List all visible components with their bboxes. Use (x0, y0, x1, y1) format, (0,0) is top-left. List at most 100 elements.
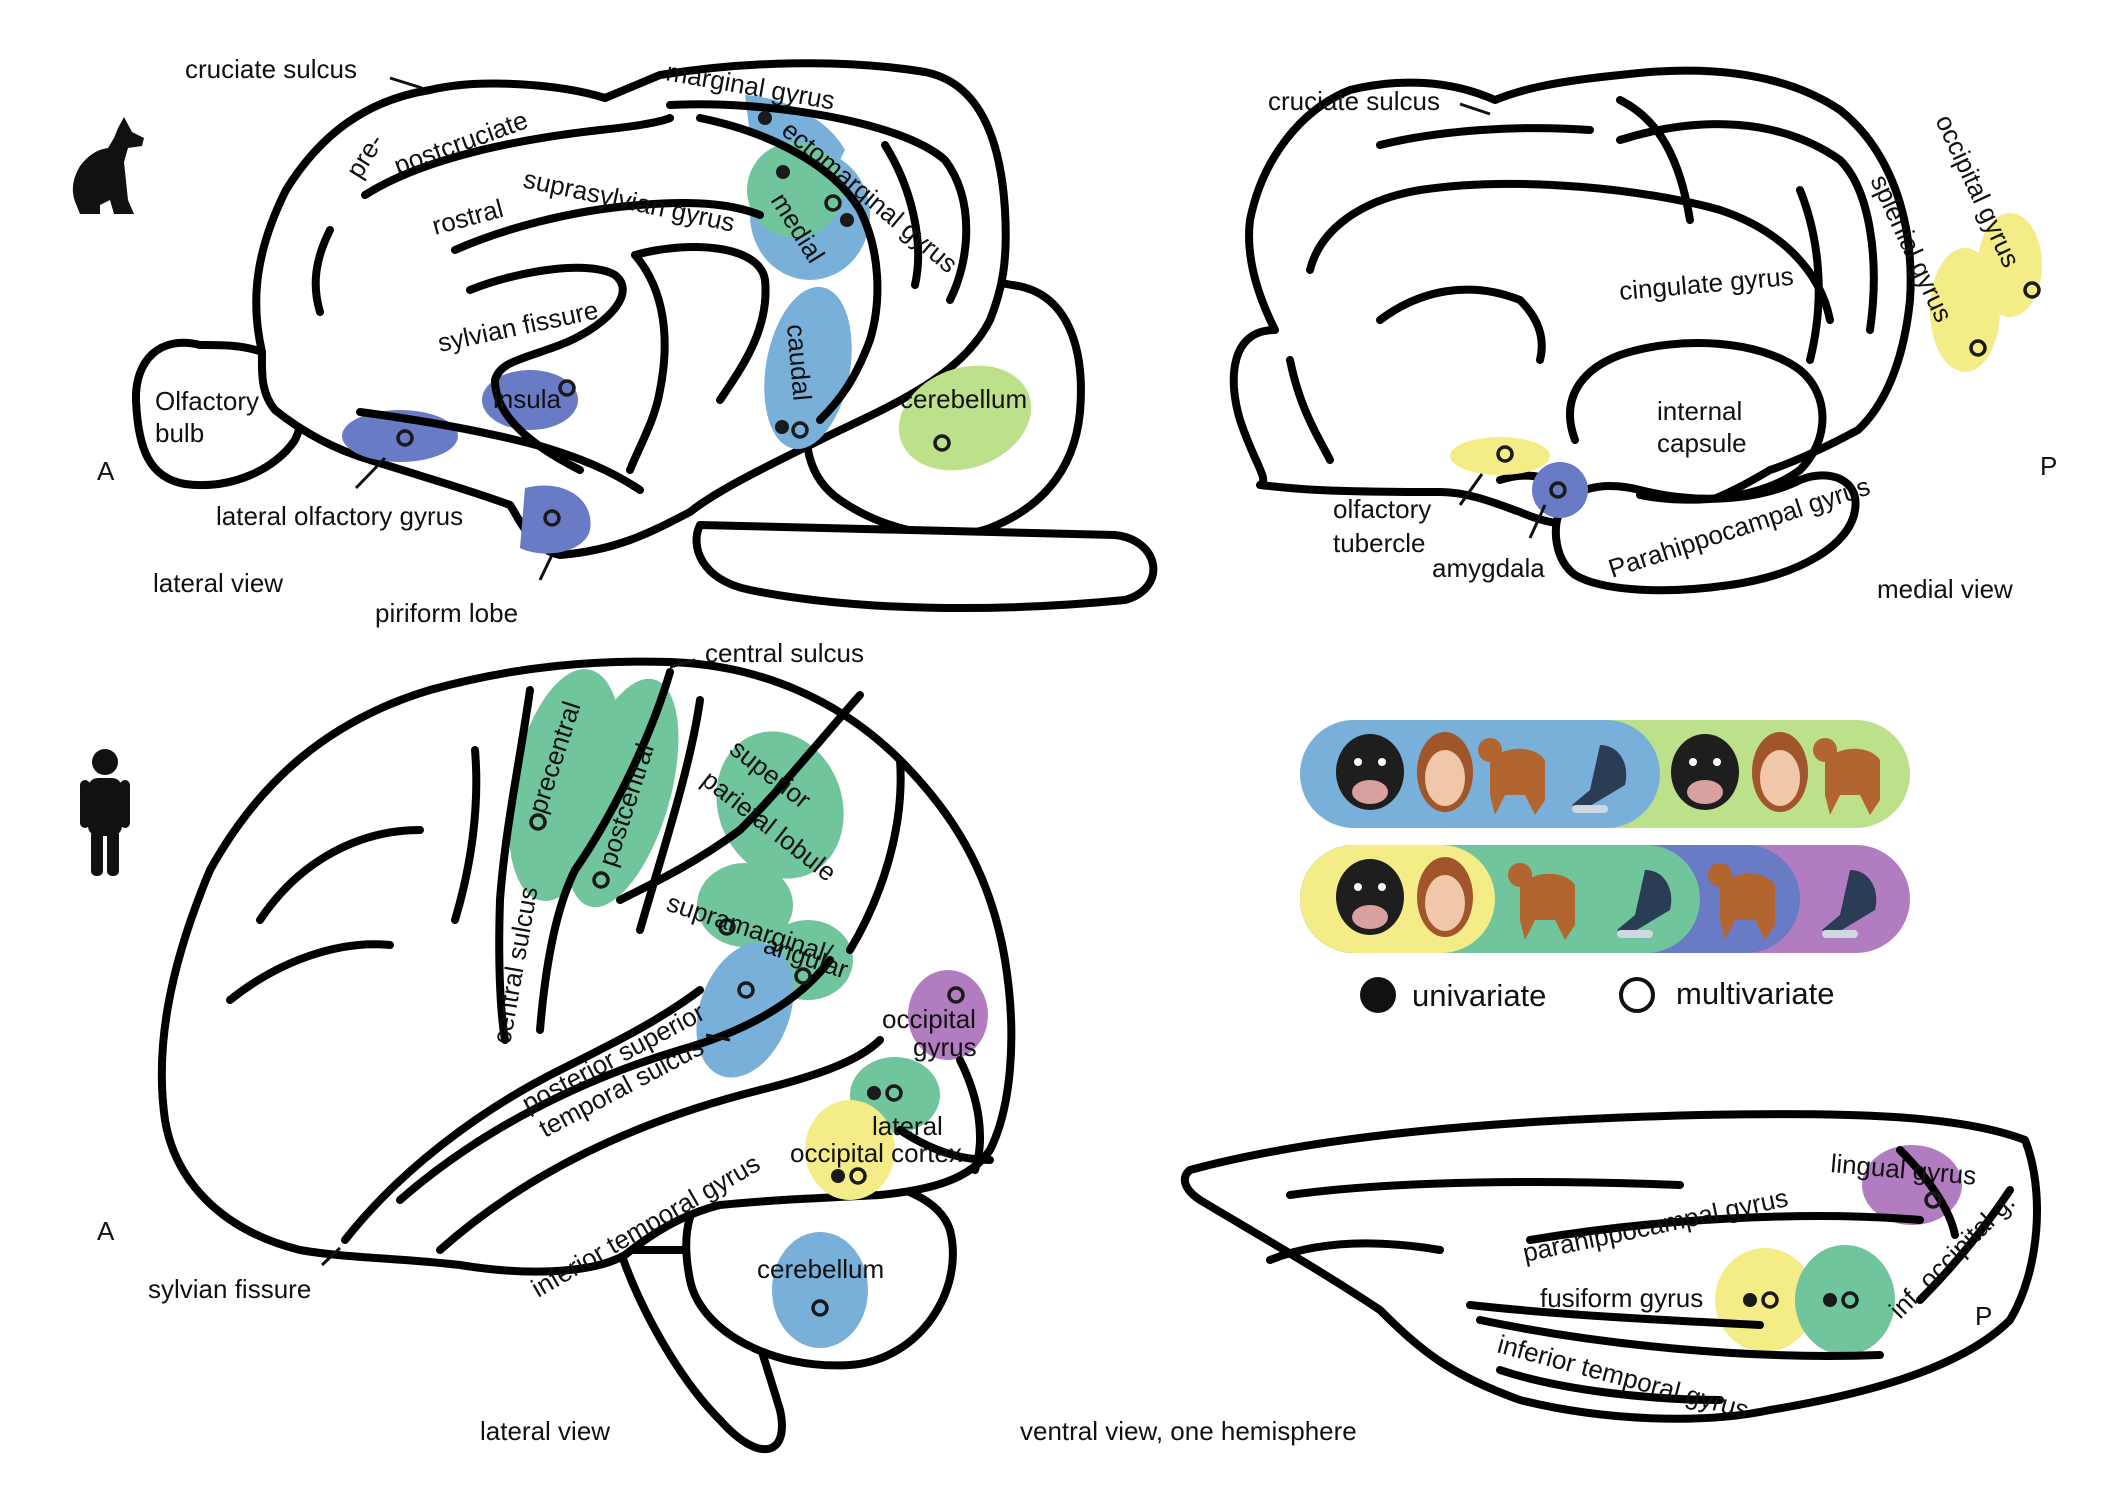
human-body-thumbnail (1617, 870, 1672, 938)
dog-internal-capsule-label-1: internal (1657, 396, 1742, 426)
dog-body-thumbnail (1508, 863, 1575, 940)
dog-sulcus-8 (626, 251, 669, 474)
human-frontal-sulcus-3 (226, 940, 394, 1004)
dog-medial-sulcus-2 (1376, 124, 1594, 149)
human-sts (396, 956, 834, 1204)
human-occipital-purple-region (908, 970, 988, 1060)
human-ventral-sulcus-3 (1266, 1239, 1444, 1264)
human-ventral-sulcus-2 (1526, 1212, 1924, 1244)
dog-sulcus-5 (666, 100, 971, 304)
univariate-legend-marker (1360, 977, 1396, 1013)
dog-body-thumbnail (1813, 738, 1880, 815)
human-anterior-label: A (97, 1216, 115, 1246)
dog-tubercle-leader (1458, 473, 1484, 506)
human-cerebellum-label: cerebellum (757, 1254, 884, 1284)
dog-medial-occipital-label: occipital gyrus (1930, 110, 2027, 272)
dog-occipital-multivariate-marker (2023, 281, 2041, 299)
dog-piriform-region (520, 485, 591, 554)
dog-piriform-multivariate-marker (543, 509, 561, 527)
human-angular-multivariate-marker (794, 967, 812, 985)
human-occipital-label-2: gyrus (913, 1032, 977, 1062)
dog-caudal-univariate-marker (775, 420, 789, 434)
human-ventral-sulcus-1 (1286, 1178, 1684, 1199)
dog-anterior-label: A (97, 456, 115, 486)
human-lateral-panel: central sulcus precentral postcentral su… (80, 638, 1016, 1454)
human-ventral-view-caption: ventral view, one hemisphere (1020, 1416, 1357, 1446)
dog-medial-panel: cruciate sulcus occipital gyrus splenial… (1229, 66, 2057, 604)
dog-amygdala-multivariate-marker (1549, 481, 1567, 499)
human-parieto-occipital (846, 756, 905, 954)
dog-lateral-panel: cruciate sulcus marginal gyrus pre- post… (72, 54, 1158, 628)
dog-splenial-multivariate-marker (1969, 339, 1987, 357)
human-sylvian-leader (320, 1246, 342, 1267)
human-loc-yellow-region (805, 1100, 895, 1200)
dog-medial-multivariate-marker (824, 194, 842, 212)
dog-medial-internal-capsule-loop (1566, 339, 1827, 504)
dog-medial-view-caption: medial view (1877, 574, 2013, 604)
dog-brainstem-outline (692, 521, 1158, 612)
dog-olfactory-tubercle-label-2: tubercle (1333, 528, 1426, 558)
dog-sulcus-2 (451, 199, 764, 254)
dog-body-thumbnail (1478, 738, 1545, 815)
dog-lateral-view-caption: lateral view (153, 568, 283, 598)
dog-olfactory-tubercle-multivariate-marker (1496, 445, 1514, 463)
human-loc-label-2: occipital cortex (790, 1138, 962, 1168)
dog-medial-cruciate-leader (1459, 102, 1491, 116)
dog-sulcus-4 (696, 114, 882, 424)
dog-amygdala-leader (1528, 504, 1547, 539)
human-ventral-sulcus-5 (1476, 1316, 1884, 1360)
human-ventral-sulcus-8 (1496, 1366, 1724, 1404)
human-body-thumbnail (1572, 745, 1627, 813)
human-ips (616, 691, 864, 904)
human-occipital-label-1: occipital (882, 1004, 976, 1034)
dog-sulcus-3 (311, 226, 334, 316)
dog-sulcus-1 (361, 114, 674, 199)
dog-medial-sulcus-7 (1286, 356, 1334, 464)
human-fusiform-multivariate-marker (1761, 1291, 1779, 1309)
dog-medial-cingulate-sulcus (1306, 179, 1834, 324)
multivariate-legend-marker (1619, 977, 1655, 1013)
dog-sulcus-10 (881, 141, 923, 289)
human-face-thumbnail (1752, 732, 1808, 812)
dog-lateral-olfactory-gyrus-label: lateral olfactory gyrus (216, 501, 463, 531)
multivariate-legend-label: multivariate (1676, 976, 1835, 1011)
dog-medial-sulcus-4 (1616, 120, 1878, 334)
human-supramarginal-multivariate-marker (718, 918, 736, 936)
legend: univariate multivariate (1300, 720, 1910, 1013)
human-loc-yellow-univariate-marker (831, 1169, 845, 1183)
human-loc-label-1: lateral (872, 1111, 943, 1141)
dog-medial-hemisphere-outline (1229, 66, 1915, 530)
human-central-sulcus (536, 668, 674, 1034)
dog-cerebellum-label: cerebellum (900, 384, 1027, 414)
dog-olfactory-tubercle-label-1: olfactory (1333, 494, 1431, 524)
dog-piriform-lobe-label: piriform lobe (375, 598, 518, 628)
dog-medial-univariate-marker-2 (840, 213, 854, 227)
dog-face-thumbnail (1336, 734, 1404, 810)
human-ventral-sulcus-7 (1916, 1186, 2014, 1304)
human-psts-leader (705, 1033, 731, 1042)
human-lateral-view-caption: lateral view (480, 1416, 610, 1446)
dog-lat-olfactory-leader (354, 456, 387, 490)
univariate-legend-label: univariate (1412, 978, 1546, 1013)
human-postcentral-sulcus (636, 696, 704, 934)
dog-ectomarginal-univariate-marker (758, 111, 772, 125)
human-silhouette-icon (80, 749, 130, 876)
human-frontal-sulcus-1 (451, 746, 481, 924)
dog-cerebellum-multivariate-marker (933, 434, 951, 452)
dog-medial-univariate-marker (776, 165, 790, 179)
human-fusiform-label: fusiform gyrus (1540, 1283, 1703, 1313)
dog-olfactory-bulb-label-1: Olfactory (155, 386, 259, 416)
human-ventral-sulcus-4 (1466, 1301, 1764, 1329)
human-psts-multivariate-marker (737, 981, 755, 999)
human-central-sulcus-leader (669, 658, 696, 669)
legend-row1-thumbnails (1336, 732, 1880, 815)
human-temporal-sulcus-2 (896, 1126, 994, 1164)
dog-medial-sulcus-6 (1376, 285, 1546, 364)
dog-amygdala-label: amygdala (1432, 553, 1545, 583)
human-ventral-posterior-label: P (1975, 1301, 1992, 1331)
dog-body-thumbnail (1708, 863, 1775, 940)
human-face-thumbnail (1417, 732, 1473, 812)
human-fusiform-green-multivariate-marker (1841, 1291, 1859, 1309)
human-sylvian (341, 986, 704, 1244)
dog-caudal-label: caudal (781, 323, 818, 402)
